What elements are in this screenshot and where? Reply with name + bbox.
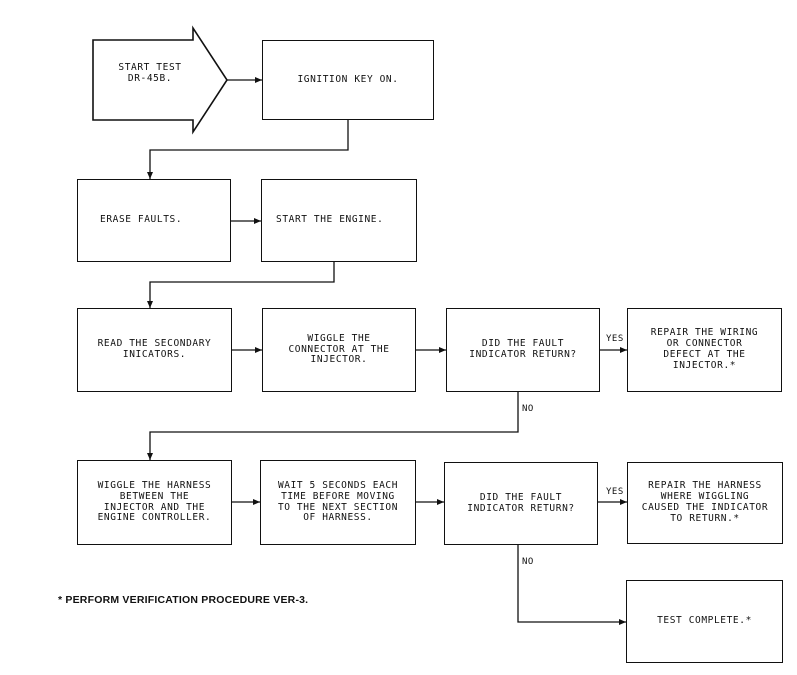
edge-ignition-erase [147, 120, 349, 179]
wiggle-harness-box: WIGGLE THE HARNESS BETWEEN THE INJECTOR … [77, 460, 232, 545]
repair-wiring-box: REPAIR THE WIRING OR CONNECTOR DEFECT AT… [627, 308, 782, 392]
no-label-1: NO [522, 404, 534, 414]
start-test-label: START TEST DR-45B. [118, 62, 182, 85]
edge-startengine-read [147, 262, 335, 308]
yes-label-1: YES [606, 334, 624, 344]
ignition-key-box: IGNITION KEY ON. [262, 40, 434, 120]
yes-label-2: YES [606, 487, 624, 497]
decision-2-box: DID THE FAULT INDICATOR RETURN? [444, 462, 598, 545]
start-engine-box: START THE ENGINE. [261, 179, 417, 262]
test-complete-box: TEST COMPLETE.* [626, 580, 783, 663]
read-secondary-box: READ THE SECONDARY INICATORS. [77, 308, 232, 392]
edge-decision1-no [147, 392, 519, 460]
wait-box: WAIT 5 SECONDS EACH TIME BEFORE MOVING T… [260, 460, 416, 545]
decision-1-box: DID THE FAULT INDICATOR RETURN? [446, 308, 600, 392]
footnote: * PERFORM VERIFICATION PROCEDURE VER-3. [58, 594, 309, 606]
repair-harness-box: REPAIR THE HARNESS WHERE WIGGLING CAUSED… [627, 462, 783, 544]
wiggle-connector-box: WIGGLE THE CONNECTOR AT THE INJECTOR. [262, 308, 416, 392]
no-label-2: NO [522, 557, 534, 567]
erase-faults-box: ERASE FAULTS. [77, 179, 231, 262]
start-arrow-shape [92, 25, 228, 135]
edge-decision2-no [517, 545, 626, 625]
